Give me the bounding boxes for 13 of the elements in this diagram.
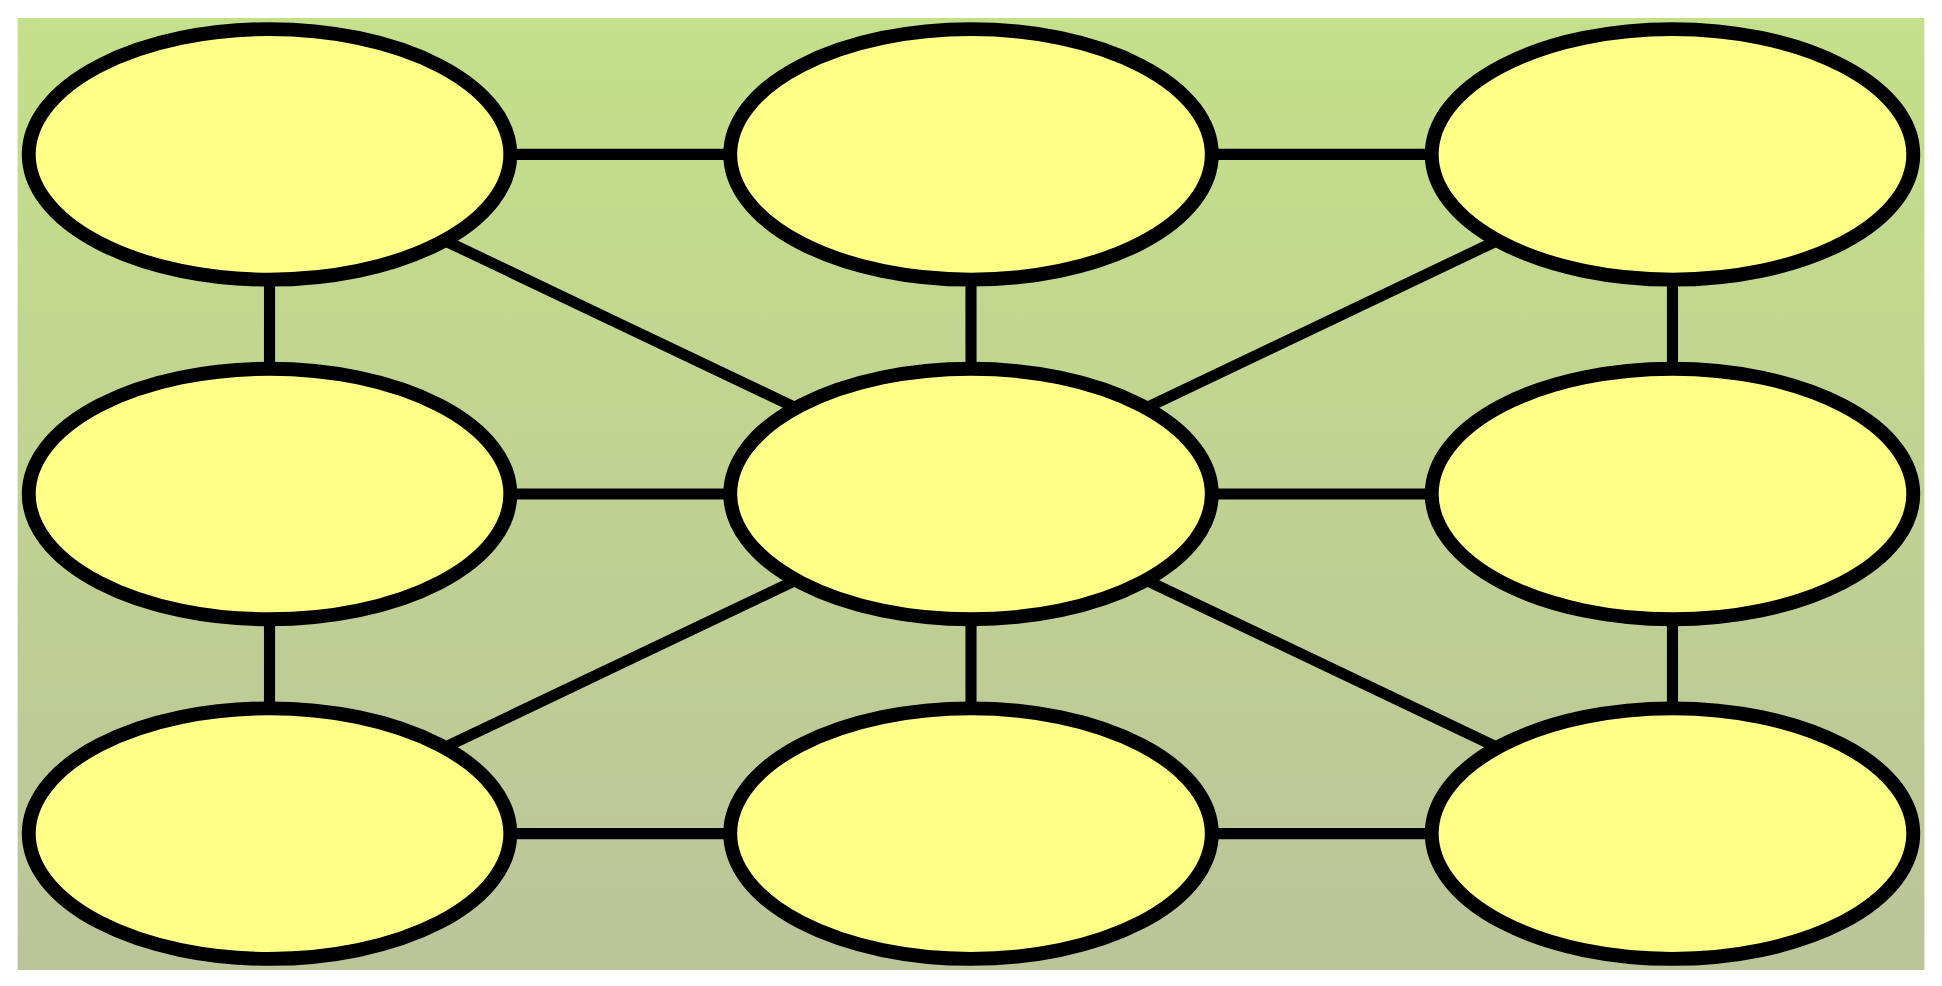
connector [1143, 574, 1500, 752]
node-ellipse [1424, 21, 1921, 286]
connector [442, 574, 799, 752]
node-ellipse [21, 700, 518, 965]
node-ellipse [1424, 700, 1921, 965]
connector [442, 234, 798, 412]
connector [1144, 234, 1500, 412]
node-ellipse [723, 700, 1219, 965]
node-ellipse [21, 21, 518, 286]
node-ellipse [21, 360, 518, 626]
node-ellipse [1424, 360, 1921, 626]
node-ellipse [723, 360, 1219, 626]
node-ellipse [723, 21, 1219, 286]
